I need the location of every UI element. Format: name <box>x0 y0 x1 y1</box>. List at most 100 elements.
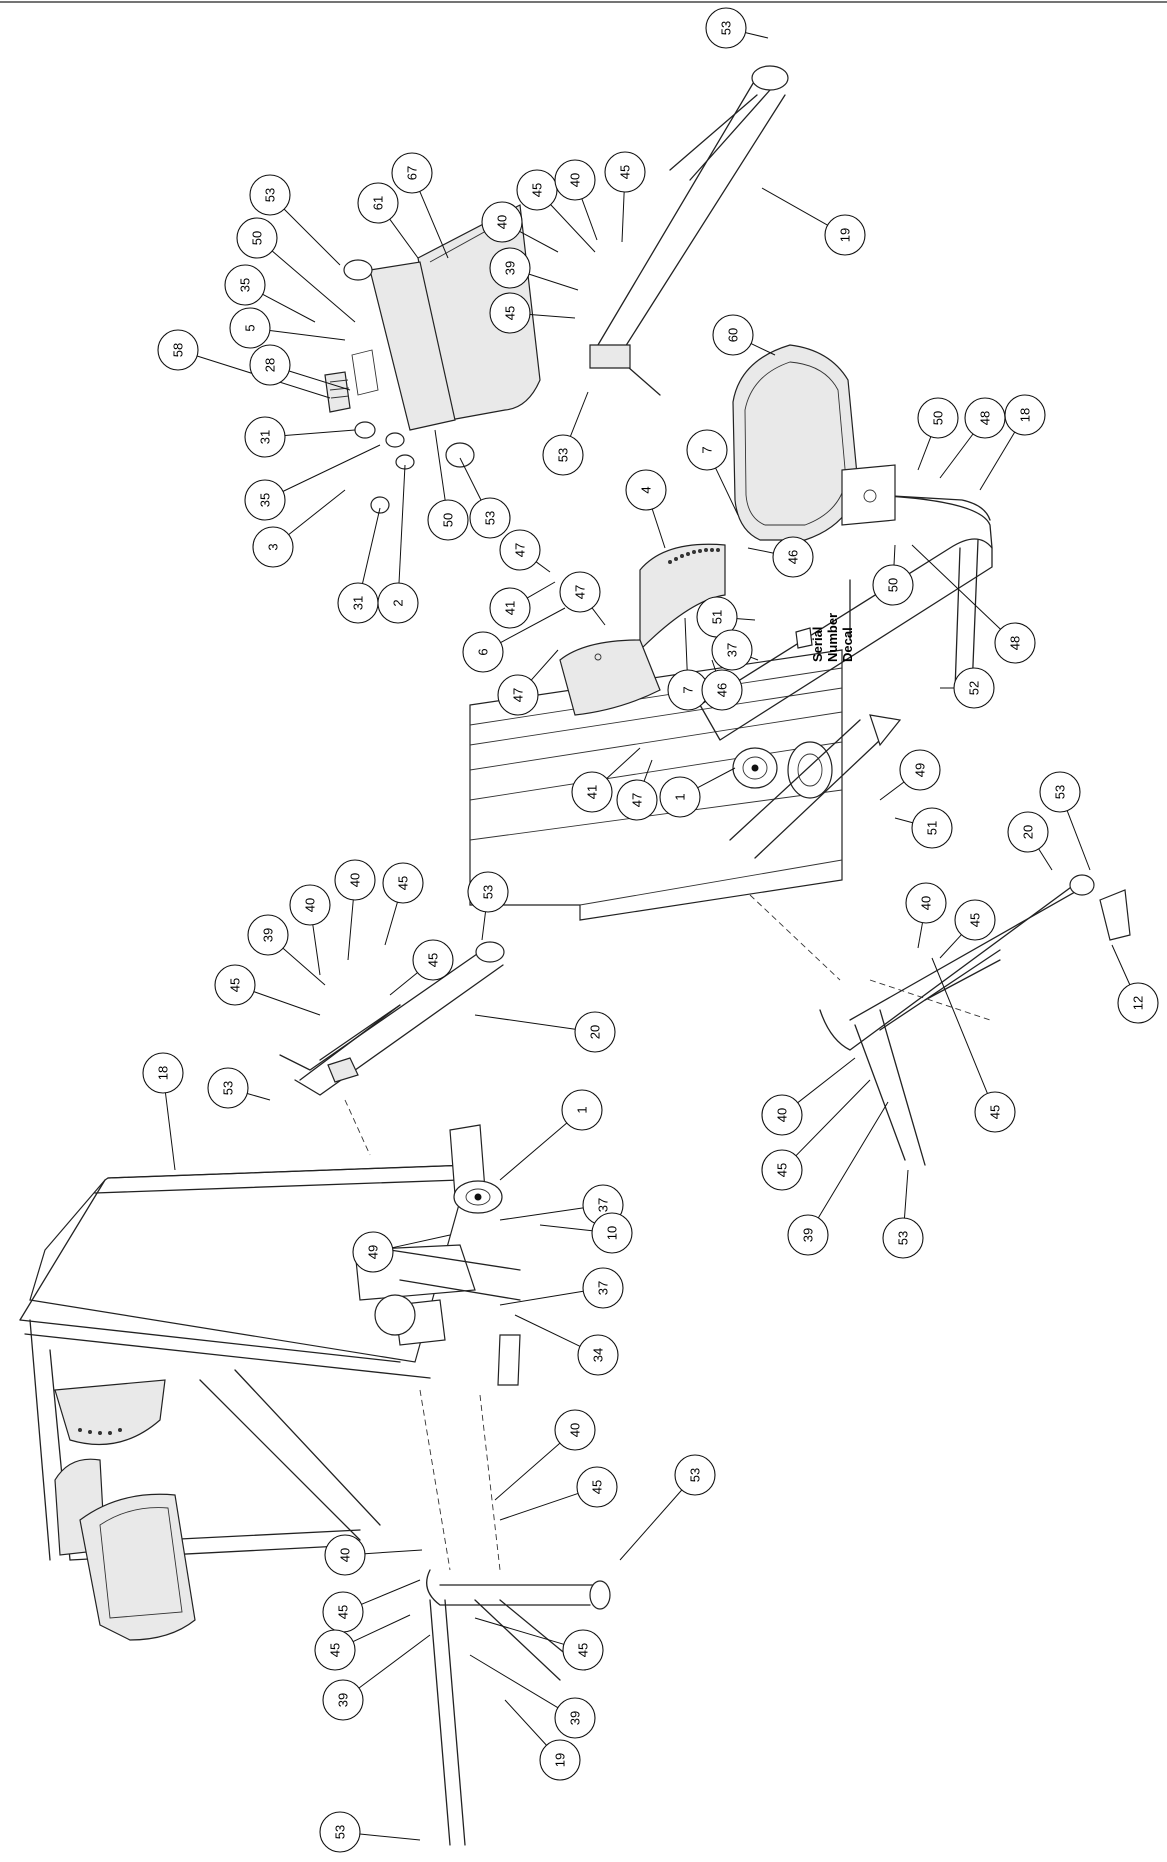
callout-50: 50 <box>236 217 356 323</box>
callout-37: 37 <box>499 1267 624 1309</box>
callout-58: 58 <box>157 329 331 399</box>
callout-40: 40 <box>289 884 331 976</box>
callout-number: 53 <box>483 511 498 525</box>
callout-leader <box>1038 848 1053 871</box>
callout-53: 53 <box>319 1811 421 1853</box>
callout-47: 47 <box>499 529 551 573</box>
callout-leader <box>736 618 756 621</box>
callout-circle <box>577 1334 619 1376</box>
callout-circle <box>824 214 866 256</box>
callout-number: 47 <box>630 793 645 807</box>
callout-6: 6 <box>462 607 566 673</box>
callout-number: 50 <box>250 231 265 245</box>
callout-circle <box>229 307 271 349</box>
decal-line-3: Decal <box>840 627 855 662</box>
callout-circle <box>659 776 701 818</box>
decal-line-1: Serial <box>810 627 825 662</box>
callout-45: 45 <box>314 1614 411 1671</box>
callout-51: 51 <box>894 807 953 849</box>
callout-number: 6 <box>476 648 491 655</box>
callout-number: 45 <box>590 1480 605 1494</box>
callout-circle <box>357 182 399 224</box>
callout-number: 45 <box>228 978 243 992</box>
callout-leader <box>253 991 321 1016</box>
seat-frame <box>699 494 993 741</box>
callout-circle <box>157 329 199 371</box>
callout-leader <box>389 218 419 259</box>
callout-leader <box>651 508 666 549</box>
callout-number: 48 <box>978 411 993 425</box>
callout-leader <box>499 1122 568 1181</box>
callout-number: 40 <box>338 1548 353 1562</box>
callout-number: 52 <box>967 681 982 695</box>
callout-number: 2 <box>391 599 406 606</box>
callout-leader <box>288 370 351 391</box>
callout-circle <box>554 1409 596 1451</box>
callout-circle <box>974 1091 1016 1133</box>
callout-circle <box>554 159 596 201</box>
callout-circle <box>489 587 531 629</box>
callout-35: 35 <box>224 264 316 323</box>
callout-circle <box>574 1011 616 1053</box>
callout-circle <box>352 1231 394 1273</box>
callout-number: 45 <box>618 165 633 179</box>
callout-leader <box>262 293 316 323</box>
callout-leader <box>288 489 346 535</box>
callout-45: 45 <box>761 1079 871 1191</box>
callout-circle <box>322 1679 364 1721</box>
callout-leader <box>284 429 356 436</box>
callout-number: 41 <box>585 785 600 799</box>
callout-circle <box>1004 394 1046 436</box>
callout-40: 40 <box>324 1534 423 1576</box>
callout-number: 39 <box>336 1693 351 1707</box>
callout-number: 50 <box>931 411 946 425</box>
callout-leader <box>606 747 641 779</box>
callout-number: 40 <box>303 898 318 912</box>
callout-leader <box>591 607 606 626</box>
callout-number: 19 <box>838 228 853 242</box>
callout-41: 41 <box>571 747 641 813</box>
callout-circle <box>489 247 531 289</box>
callout-number: 40 <box>568 1423 583 1437</box>
callout-45: 45 <box>939 899 996 959</box>
callout-number: 48 <box>1008 636 1023 650</box>
callout-leader <box>504 1699 547 1746</box>
callout-circle <box>582 1267 624 1309</box>
back-pad <box>732 344 896 541</box>
callout-circle <box>787 1214 829 1256</box>
callout-number: 51 <box>925 821 940 835</box>
callout-40: 40 <box>481 201 559 253</box>
callout-53: 53 <box>542 391 589 476</box>
callout-number: 60 <box>726 328 741 342</box>
lower-left-assembly <box>19 941 611 1846</box>
callout-circle <box>244 479 286 521</box>
callout-leader <box>392 1234 451 1249</box>
callout-45: 45 <box>499 1466 618 1521</box>
callout-circle <box>314 1629 356 1671</box>
callout-45: 45 <box>389 939 454 996</box>
callout-number: 20 <box>588 1025 603 1039</box>
callout-number: 45 <box>968 913 983 927</box>
callout-53: 53 <box>249 174 341 266</box>
callout-number: 47 <box>513 543 528 557</box>
callout-leader <box>894 817 913 824</box>
callout-circle <box>319 1811 361 1853</box>
callout-leader <box>514 1314 581 1347</box>
callout-46: 46 <box>701 659 743 711</box>
callout-circle <box>249 344 291 386</box>
callout-45: 45 <box>516 169 596 253</box>
callout-circle <box>554 1697 596 1739</box>
callout-number: 53 <box>719 21 734 35</box>
callout-circle <box>427 499 469 541</box>
callout-leader <box>684 617 688 671</box>
callout-circle <box>625 469 667 511</box>
callout-leader <box>527 581 556 599</box>
callout-20: 20 <box>474 1011 616 1053</box>
callout-45: 45 <box>931 957 1016 1133</box>
callout-19: 19 <box>504 1699 581 1781</box>
callout-circle <box>481 201 523 243</box>
callout-leader <box>361 1579 421 1605</box>
callout-circle <box>489 292 531 334</box>
callout-leader <box>643 759 653 782</box>
